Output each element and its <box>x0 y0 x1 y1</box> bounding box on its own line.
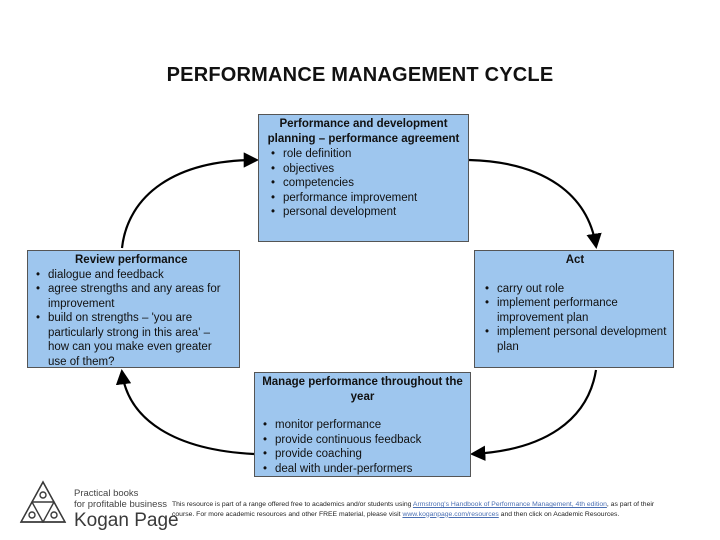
list-item: build on strengths – 'you are particular… <box>34 311 233 369</box>
review-stage-list: dialogue and feedback agree strengths an… <box>34 268 233 370</box>
list-item: implement performance improvement plan <box>483 296 667 325</box>
act-stage-box: Act carry out role implement performance… <box>474 250 674 368</box>
footer-text-3: and then click on Academic Resources. <box>498 510 620 518</box>
publisher-name: Kogan Page <box>74 510 179 531</box>
list-item: role definition <box>269 147 462 162</box>
list-item: carry out role <box>483 282 667 297</box>
resources-link[interactable]: www.koganpage.com/resources <box>402 510 499 518</box>
publisher-tagline: Practical books for profitable business <box>74 488 167 510</box>
manage-stage-list: monitor performance provide continuous f… <box>261 418 464 476</box>
review-stage-box: Review performance dialogue and feedback… <box>27 250 240 368</box>
arrow-planning-to-act <box>468 158 602 250</box>
planning-stage-box: Performance and development planning – p… <box>258 114 469 242</box>
book-link[interactable]: Armstrong's Handbook of Performance Mana… <box>412 501 607 508</box>
publisher-tagline-line-1: Practical books <box>74 488 139 499</box>
arrow-review-to-planning <box>120 152 260 249</box>
kogan-page-logo-icon <box>19 480 67 523</box>
list-item: dialogue and feedback <box>34 268 233 283</box>
manage-stage-heading: Manage performance throughout the year <box>262 376 463 403</box>
publisher-tagline-line-2: for profitable business <box>74 499 167 510</box>
list-item: agree strengths and any areas for improv… <box>34 282 233 311</box>
footer-note: This resource is part of a range offered… <box>172 500 672 519</box>
act-stage-heading: Act <box>565 254 585 266</box>
arrow-act-to-manage <box>469 369 598 461</box>
planning-stage-heading: Performance and development planning – p… <box>267 118 460 145</box>
footer-text-1: This resource is part of a range offered… <box>172 501 413 508</box>
list-item: monitor performance <box>261 418 464 433</box>
act-stage-list: carry out role implement performance imp… <box>483 282 667 355</box>
list-item: implement personal development plan <box>483 325 667 354</box>
list-item: objectives <box>269 162 462 177</box>
arrow-manage-to-review <box>115 368 255 456</box>
list-item: competencies <box>269 176 462 191</box>
list-item: provide coaching <box>261 447 464 462</box>
page-title: PERFORMANCE MANAGEMENT CYCLE <box>166 64 554 86</box>
footer-text-2: , as part of their course. For more acad… <box>172 501 655 518</box>
list-item: personal development <box>269 205 462 220</box>
review-stage-heading: Review performance <box>75 254 188 266</box>
planning-stage-list: role definition objectives competencies … <box>269 147 462 220</box>
manage-stage-box: Manage performance throughout the year m… <box>254 372 471 477</box>
list-item: performance improvement <box>269 191 462 206</box>
list-item: deal with under-performers <box>261 462 464 477</box>
list-item: provide continuous feedback <box>261 433 464 448</box>
